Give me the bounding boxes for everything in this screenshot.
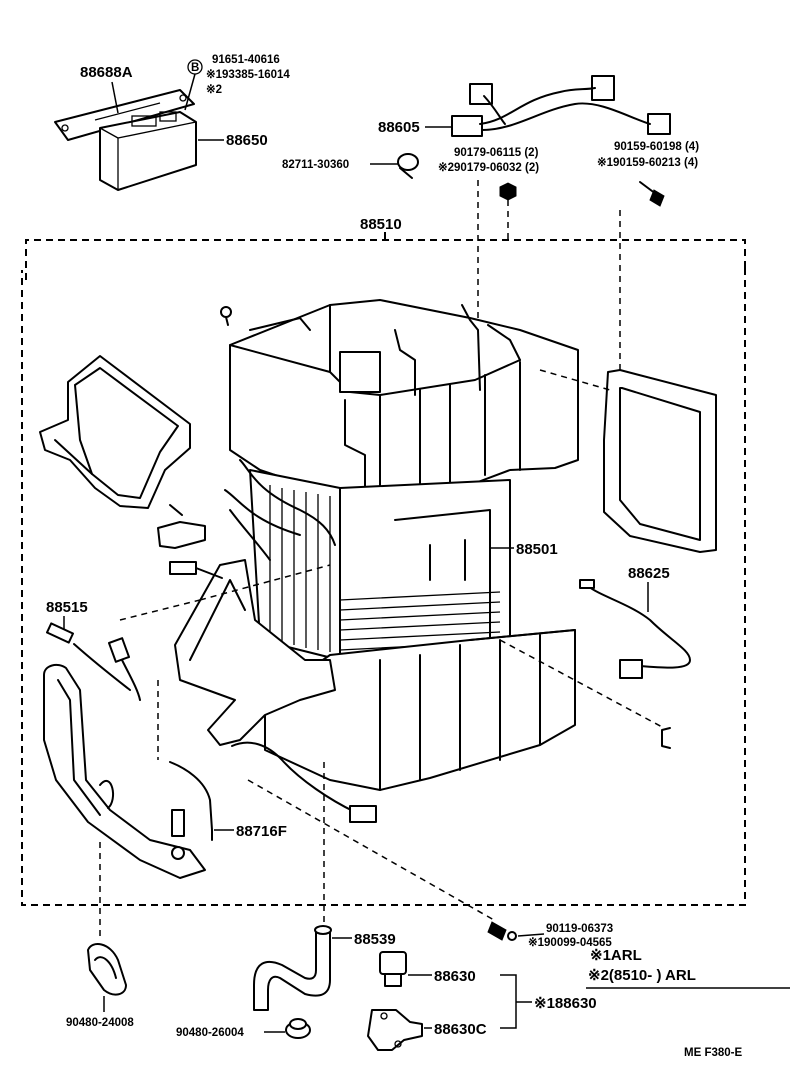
assembly-88510-boundary (25, 239, 746, 280)
label-90159-60198: 90159-60198 (4) (614, 141, 699, 153)
label-88515: 88515 (46, 599, 88, 616)
label-90480-24008: 90480-24008 (66, 1017, 134, 1029)
note-star1-arl: ※1ARL (590, 947, 642, 964)
duct-frame-left-drawing (39, 355, 191, 509)
label-88630C: 88630C (434, 1021, 487, 1038)
heater-core-drawing (43, 663, 206, 879)
note-star2-arl: ※2(8510- ) ARL (588, 967, 696, 984)
side-plate-drawing (174, 559, 336, 746)
bracket-88630C-drawing (367, 1009, 423, 1051)
clip-right-drawing (661, 727, 671, 749)
label-88501: 88501 (516, 541, 558, 558)
label-88510: 88510 (360, 216, 402, 233)
label-90179-06115: 90179-06115 (2) (454, 147, 539, 159)
label-star1-88630: ※188630 (534, 995, 597, 1012)
grommet-90480-24008-drawing (87, 943, 127, 996)
clamp-82711-drawing (397, 153, 419, 179)
label-88539: 88539 (354, 931, 396, 948)
heater-unit-case-drawing (224, 299, 579, 791)
label-88650: 88650 (226, 132, 268, 149)
label-88688A: 88688A (80, 64, 133, 81)
grommet-90480-26004-drawing (285, 1018, 311, 1039)
label-93385-16014: ※193385-16014 (206, 68, 290, 81)
bolt-top-drawing (220, 306, 232, 326)
clip-bracket-drawing (157, 504, 206, 549)
label-88605: 88605 (378, 119, 420, 136)
drain-hose-88539-drawing (253, 925, 332, 1011)
label-90119-06373: 90119-06373 (546, 923, 613, 935)
label-88630: 88630 (434, 968, 476, 985)
label-star2-top: ※2 (206, 83, 222, 96)
label-91651-40616: 91651-40616 (212, 54, 280, 66)
label-90099-04565: ※190099-04565 (528, 936, 612, 949)
label-88716F: 88716F (236, 823, 287, 840)
footer-code: ME F380-E (684, 1047, 742, 1059)
wire-harness-88605-drawing (451, 75, 671, 137)
label-90480-26004: 90480-26004 (176, 1027, 244, 1039)
panel-88688A-drawing (54, 89, 195, 141)
label-88625: 88625 (628, 565, 670, 582)
sensor-88625-drawing (579, 579, 691, 679)
duct-frame-right-drawing (603, 369, 717, 553)
label-82711-30360: 82711-30360 (282, 159, 349, 171)
switch-88630-drawing (379, 951, 407, 987)
screw-90159-drawing (639, 181, 665, 207)
label-90159-60213: ※190159-60213 (4) (597, 156, 698, 169)
thermistor-88515-drawing (46, 622, 141, 701)
bolt-expansion-drawing (169, 561, 223, 579)
amplifier-88650-drawing (99, 111, 197, 191)
wire-88716F-drawing (169, 741, 377, 860)
mark-b: B (191, 62, 199, 74)
label-90179-06032: ※290179-06032 (2) (438, 161, 539, 174)
nut-90179-drawing (499, 182, 517, 201)
bolt-90119-drawing (487, 921, 517, 941)
